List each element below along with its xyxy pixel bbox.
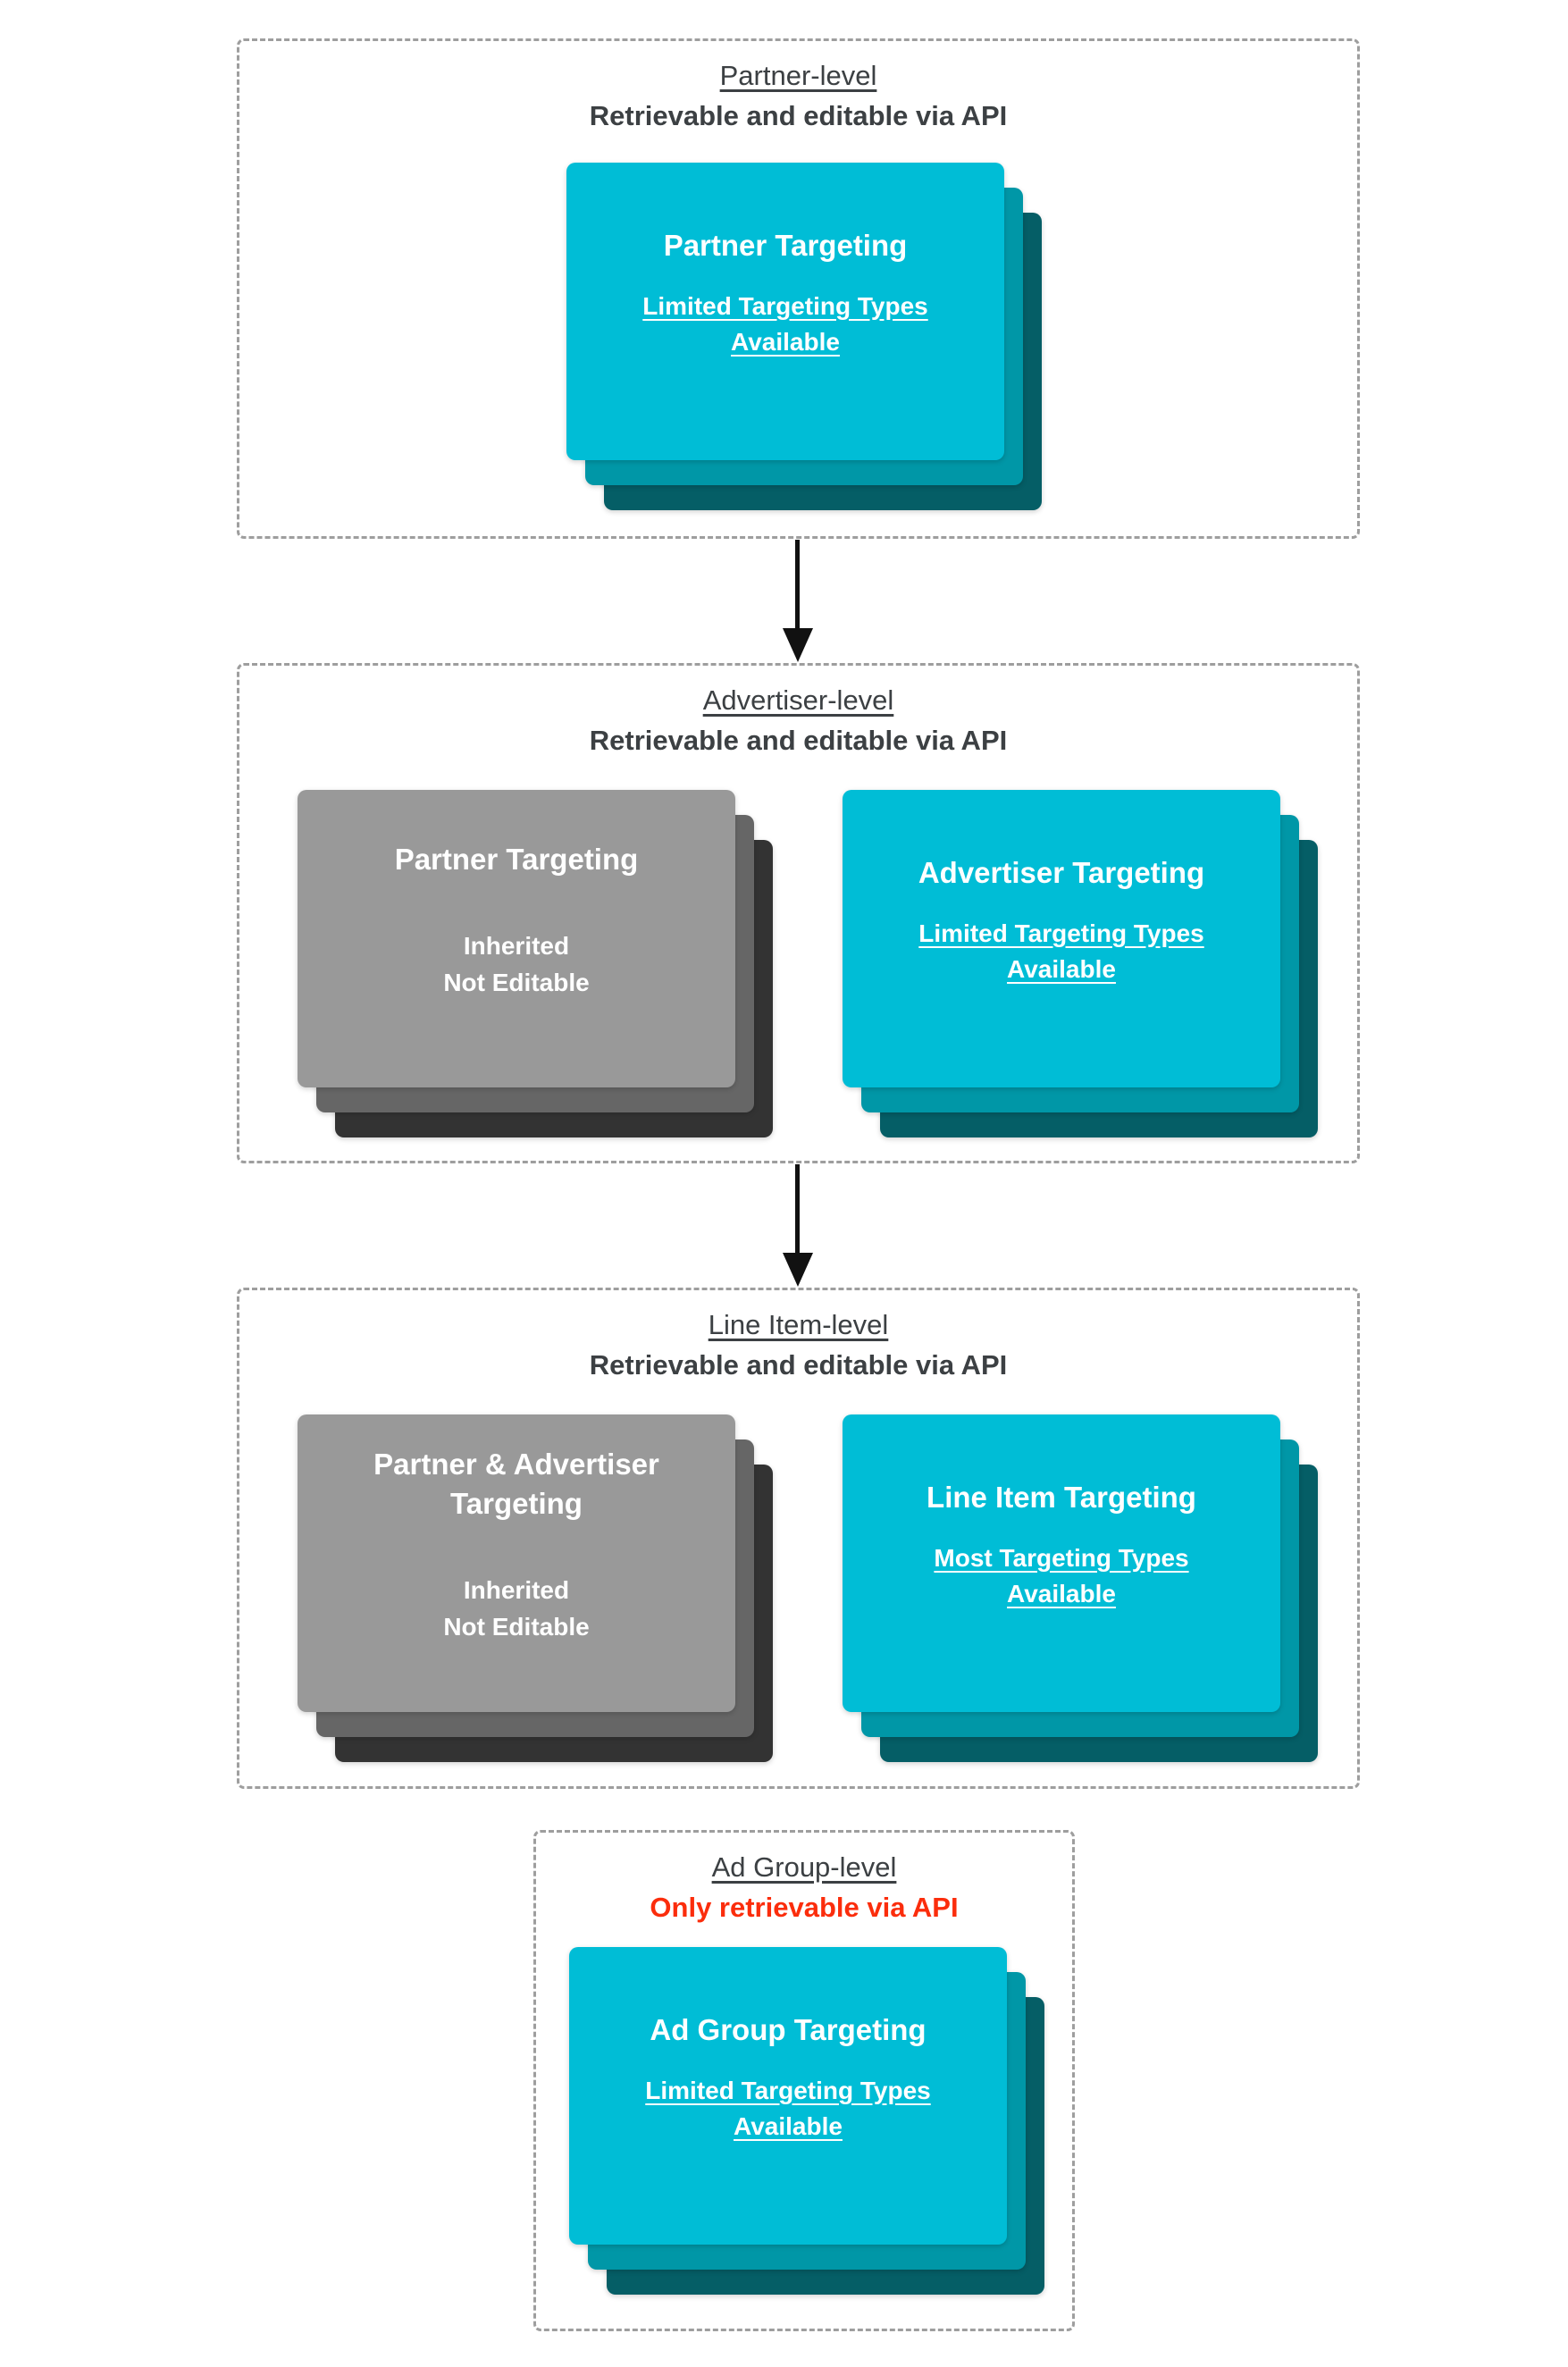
section-advertiser-level: Advertiser-level Retrievable and editabl… — [237, 663, 1360, 1163]
section-ad-group-level: Ad Group-level Only retrievable via API … — [533, 1830, 1075, 2331]
flow-arrow-down-icon — [783, 540, 813, 662]
section-subtitle: Retrievable and editable via API — [589, 725, 1008, 756]
card-title: Partner Targeting — [394, 842, 639, 876]
card-stack-line-item-targeting: Line Item Targeting Most Targeting Types… — [843, 1414, 1318, 1762]
arrow-head — [783, 628, 813, 662]
card-status-not-editable: Not Editable — [443, 1612, 590, 1641]
section-title: Line Item-level — [708, 1309, 889, 1340]
card-subtitle: Limited Targeting Types Available — [918, 919, 1204, 983]
card-stack-inherited-partner-advertiser-targeting: Partner & Advertiser Targeting Inherited… — [298, 1414, 773, 1762]
card-advertiser-targeting: Advertiser Targeting Limited Targeting T… — [843, 790, 1280, 1087]
section-title: Partner-level — [719, 60, 877, 91]
card-partner-advertiser-targeting-inherited: Partner & Advertiser Targeting Inherited… — [298, 1414, 735, 1712]
section-subtitle: Retrievable and editable via API — [589, 100, 1008, 131]
section-title: Advertiser-level — [702, 684, 894, 716]
card-status-inherited: Inherited — [463, 931, 570, 960]
card-line-item-targeting: Line Item Targeting Most Targeting Types… — [843, 1414, 1280, 1712]
arrow-shaft — [795, 540, 800, 635]
arrow-head — [783, 1253, 813, 1287]
card-title: Partner Targeting — [663, 228, 908, 262]
card-stack-partner-targeting: Partner Targeting Limited Targeting Type… — [566, 163, 1042, 510]
card-title: Ad Group Targeting — [650, 2012, 927, 2046]
card-stack-advertiser-targeting: Advertiser Targeting Limited Targeting T… — [843, 790, 1318, 1137]
arrow-shaft — [795, 1164, 800, 1260]
card-status-inherited: Inherited — [463, 1575, 570, 1604]
card-title: Line Item Targeting — [927, 1480, 1196, 1514]
flow-arrow-down-icon — [783, 1164, 813, 1287]
card-ad-group-targeting: Ad Group Targeting Limited Targeting Typ… — [569, 1947, 1007, 2245]
card-partner-targeting-inherited: Partner Targeting Inherited Not Editable — [298, 790, 735, 1087]
section-partner-level: Partner-level Retrievable and editable v… — [237, 38, 1360, 539]
card-status-lines: Inherited Not Editable — [443, 1572, 589, 1645]
card-subtitle: Limited Targeting Types Available — [645, 2076, 931, 2140]
card-subtitle: Most Targeting Types Available — [934, 1543, 1189, 1607]
card-status-lines: Inherited Not Editable — [443, 927, 589, 1001]
card-subtitle: Limited Targeting Types Available — [642, 291, 928, 356]
card-title: Advertiser Targeting — [918, 855, 1205, 889]
section-line-item-level: Line Item-level Retrievable and editable… — [237, 1288, 1360, 1789]
section-subtitle-alert: Only retrievable via API — [650, 1892, 959, 1923]
section-subtitle: Retrievable and editable via API — [589, 1349, 1008, 1381]
card-title: Partner & Advertiser Targeting — [373, 1447, 659, 1520]
card-partner-targeting: Partner Targeting Limited Targeting Type… — [566, 163, 1004, 460]
card-status-not-editable: Not Editable — [443, 968, 590, 996]
card-stack-ad-group-targeting: Ad Group Targeting Limited Targeting Typ… — [569, 1947, 1044, 2295]
card-stack-inherited-partner-targeting: Partner Targeting Inherited Not Editable — [298, 790, 773, 1137]
section-title: Ad Group-level — [711, 1851, 897, 1883]
